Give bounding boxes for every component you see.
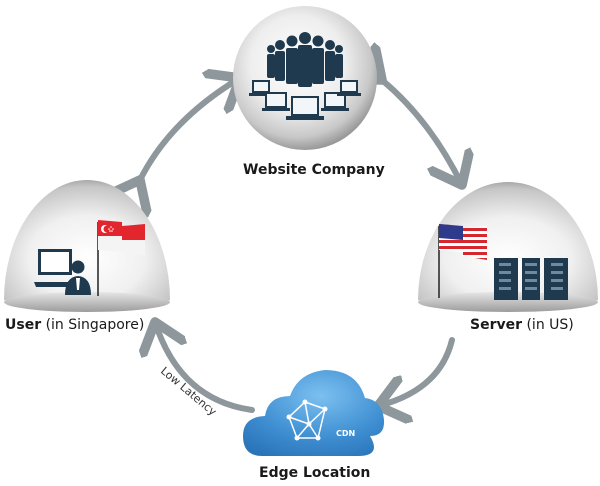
arrow-edge-user (155, 322, 255, 413)
user-title: User (5, 317, 42, 333)
cdn-cloud-icon: CDN (243, 370, 385, 456)
arrow-server-edge (378, 337, 455, 406)
node-user (4, 180, 170, 312)
label-server: Server (in US) (470, 317, 574, 333)
cdn-label: CDN (336, 429, 355, 438)
server-title: Server (470, 317, 523, 333)
us-flag-icon (438, 224, 487, 298)
label-user: User (in Singapore) (5, 317, 144, 333)
label-edge-location: Edge Location (259, 465, 370, 481)
node-website-company (233, 6, 377, 150)
edge-location-title: Edge Location (259, 465, 371, 481)
team-with-laptops-icon (249, 32, 361, 120)
user-at-laptop-icon (34, 249, 91, 295)
website-company-title: Website Company (243, 162, 385, 178)
server-subtitle: (in US) (526, 317, 574, 333)
dome-floor (4, 292, 170, 312)
edge-label-low-latency: Low Latency (158, 364, 219, 418)
label-website-company: Website Company (243, 162, 385, 178)
node-server (418, 182, 598, 312)
singapore-flag-icon (97, 220, 145, 296)
node-edge-location: CDN (243, 370, 385, 456)
arrows (140, 78, 462, 410)
arrow-website-server (382, 80, 462, 185)
user-subtitle: (in Singapore) (45, 317, 145, 333)
arrow-user-website (140, 78, 240, 180)
server-racks-icon (494, 258, 568, 300)
